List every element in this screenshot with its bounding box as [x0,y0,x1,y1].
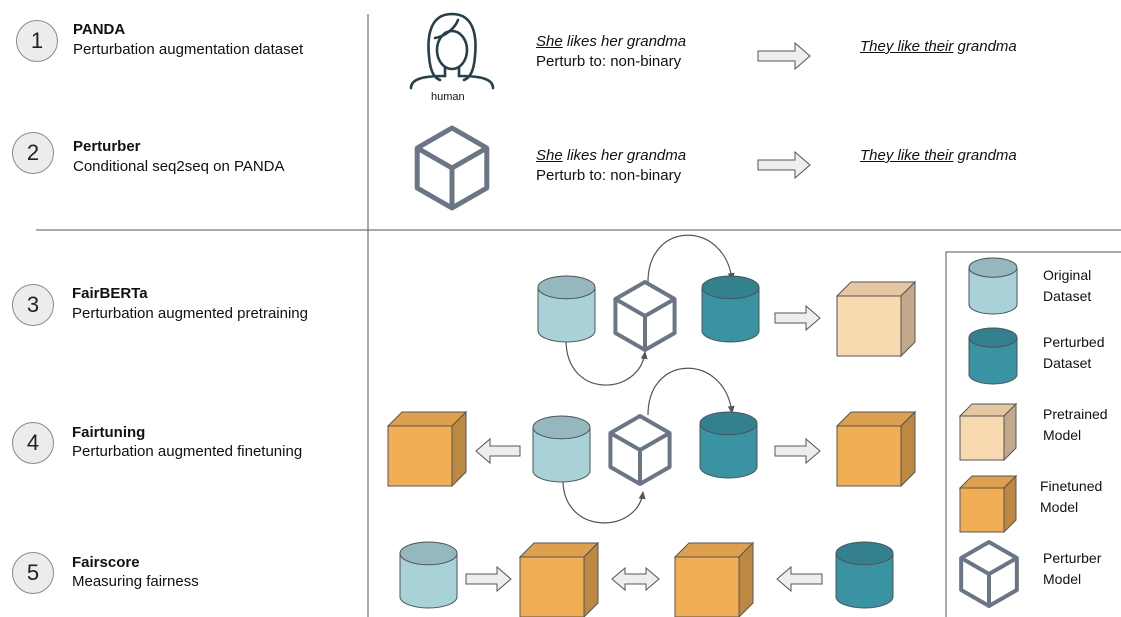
step-number-1: 1 [16,20,58,62]
input-rest: likes her grandma [562,147,687,164]
perturbed-dataset-4 [699,411,758,479]
example-output-1: They like their grandma [860,37,1017,57]
legend-box [945,251,1121,617]
perturbed-dataset-3 [701,275,760,343]
perturber-icon-step4 [608,414,672,486]
example-input-1: She likes her grandma Perturb to: non-bi… [536,32,686,72]
step-desc-fairberta: Perturbation augmented pretraining [72,305,308,322]
arrow-right-5 [465,565,512,593]
step-title-fairscore: Fairscore [72,554,140,571]
step-number-2: 2 [12,132,54,174]
example-output-2: They like their grandma [860,146,1017,166]
original-dataset-3 [537,275,596,343]
perturbed-dataset-5 [835,541,894,609]
original-dataset-5 [399,541,458,609]
step-desc-fairtuning: Perturbation augmented finetuning [72,443,303,460]
legend-pretrained-model-icon [958,402,1018,462]
curved-arrow-4-top [647,367,735,416]
step-number-3: 3 [12,284,54,326]
curved-arrow-4-bottom [562,479,646,524]
curved-arrow-3-top [647,234,735,283]
legend-perturbed-dataset-icon [968,327,1018,385]
original-dataset-4 [532,415,591,483]
arrow-right-1 [757,41,811,71]
step-desc-perturber: Conditional seq2seq on PANDA [73,158,285,175]
step-title-fairtuning: Fairtuning [72,424,146,441]
arrow-left-4 [475,437,521,465]
legend-finetuned-model-icon [958,474,1018,534]
input-pronoun: She [536,33,563,50]
output-underlined: They like their [860,38,954,55]
perturber-icon-step2 [414,125,490,211]
instruction: Perturb to: non-binary [536,53,682,70]
finetuned-model-4-left [386,410,468,488]
step-number-4: 4 [12,422,54,464]
step-number-5: 5 [12,552,54,594]
arrow-right-2 [757,150,811,180]
finetuned-model-5-b [673,541,755,617]
human-icon [409,12,495,90]
finetuned-model-4-right [835,410,917,488]
output-rest: grandma [953,147,1017,164]
legend-original-dataset-icon [968,257,1018,315]
input-rest: likes her grandma [562,33,687,50]
arrow-right-4 [774,437,821,465]
step-title-fairberta: FairBERTa [72,285,148,302]
human-label: human [431,91,465,103]
finetuned-model-5-a [518,541,600,617]
step-desc-fairscore: Measuring fairness [72,573,199,590]
curved-arrow-3-bottom [565,339,648,386]
step-desc-panda: Perturbation augmentation dataset [73,41,304,58]
example-input-2: She likes her grandma Perturb to: non-bi… [536,146,686,186]
arrow-right-3 [774,304,821,332]
instruction: Perturb to: non-binary [536,167,682,184]
input-pronoun: She [536,147,563,164]
arrow-left-5 [776,565,823,593]
step-title-perturber: Perturber [73,138,141,155]
perturber-icon-step3 [613,280,677,352]
step-title-panda: PANDA [73,21,126,38]
pretrained-model-3 [835,280,917,358]
output-underlined: They like their [860,147,954,164]
output-rest: grandma [953,38,1017,55]
legend-perturber-model-icon [959,540,1019,608]
arrow-double-5 [611,566,660,592]
